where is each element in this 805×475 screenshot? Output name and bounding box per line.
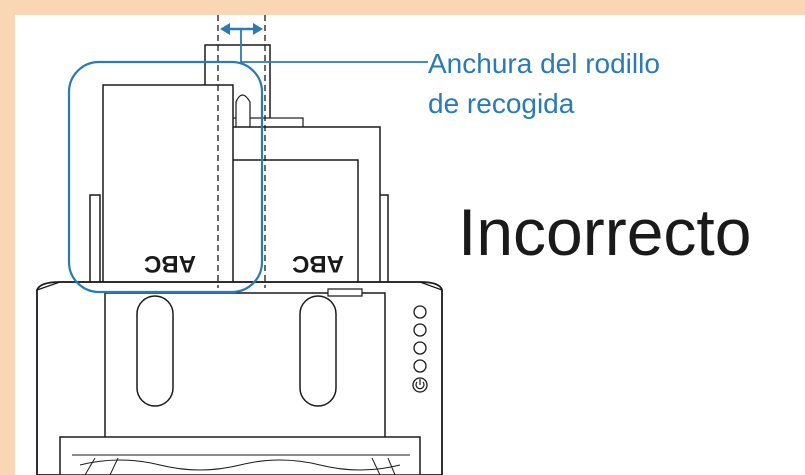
stopper-hook (235, 94, 251, 131)
scanner-button-2 (413, 323, 427, 337)
callout-label-line2: de recogida (428, 88, 575, 119)
callout-label: Anchura del rodillo de recogida (428, 44, 660, 124)
tray-slot-right (299, 295, 337, 407)
left-guide-rail (89, 194, 101, 291)
tray-slot-left (136, 295, 174, 407)
paper-left (102, 84, 234, 289)
scanner-button-1 (413, 305, 427, 319)
power-icon (412, 377, 428, 393)
paper-left-text: ABC (144, 250, 196, 277)
scanner-button-4 (413, 359, 427, 373)
scanner-front-edge (59, 436, 421, 475)
tray-latch (327, 288, 363, 297)
callout-label-line1: Anchura del rodillo (428, 48, 660, 79)
callout-leader (240, 29, 428, 63)
scanner-button-3 (413, 341, 427, 355)
status-label: Incorrecto (458, 195, 752, 269)
paper-right-text: ABC (292, 250, 344, 277)
paper-right-front (229, 159, 359, 288)
highlight-box (67, 60, 264, 294)
